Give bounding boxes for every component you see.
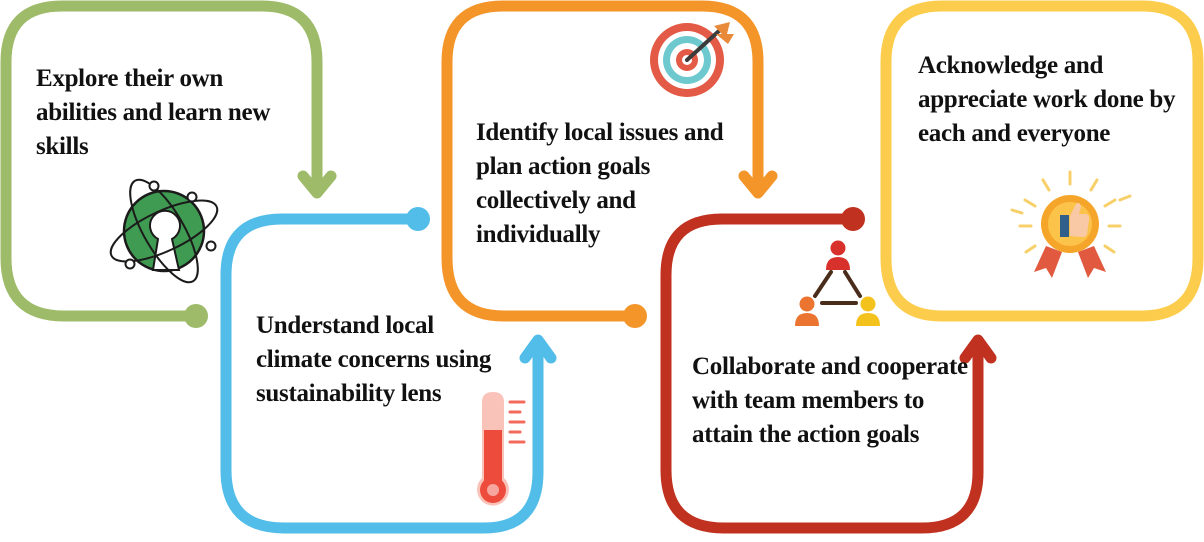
step-2-start-dot: [406, 207, 430, 231]
step-4-frame: [660, 213, 997, 534]
step-2-text: Understand local climate concerns using …: [256, 312, 492, 407]
thermometer-icon: [477, 392, 526, 506]
step-3-text: Identify local issues and plan action go…: [476, 119, 724, 248]
step-1-text: Explore their own abilities and learn ne…: [36, 65, 271, 160]
award-badge-icon: [1010, 170, 1132, 278]
step-4-start-dot: [841, 207, 865, 231]
target-icon: [650, 22, 734, 97]
team-network-icon: [795, 240, 880, 326]
atom-keyhole-icon: [109, 178, 219, 284]
step-4-text: Collaborate and cooperate with team memb…: [692, 353, 968, 448]
step-2-frame: [220, 213, 557, 534]
step-1-start-dot: [184, 304, 208, 328]
step-5-text: Acknowledge and appreciate work done by …: [918, 52, 1176, 147]
step-1-frame: [0, 0, 337, 322]
step-3-frame: [441, 0, 778, 322]
step-3-start-dot: [623, 304, 647, 328]
step-5-frame: [880, 0, 1204, 322]
